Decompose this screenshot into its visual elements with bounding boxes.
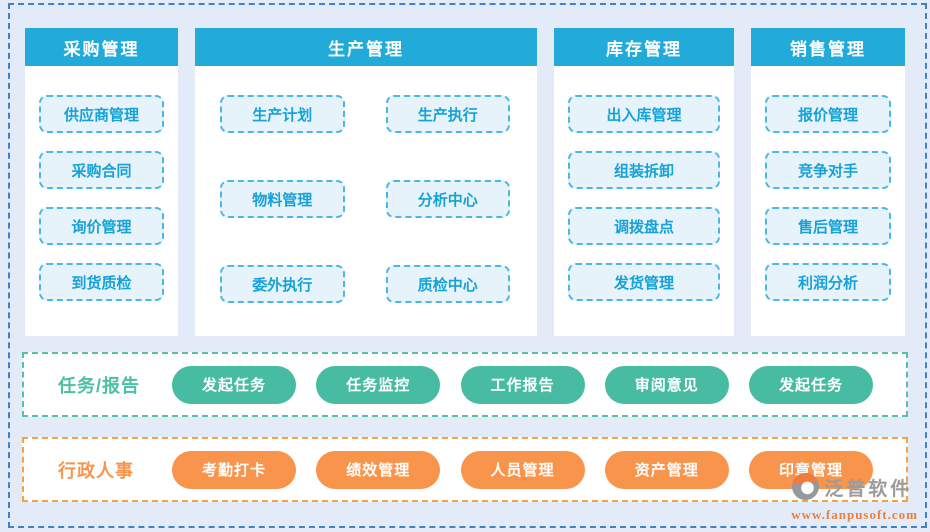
task-button[interactable]: 发起任务 [172,365,296,404]
module-body: 报价管理竞争对手售后管理利润分析 [751,66,905,301]
module-item[interactable]: 物料管理 [220,180,345,218]
hr-band-buttons: 考勤打卡绩效管理人员管理资产管理印章管理 [172,450,873,489]
task-button[interactable]: 工作报告 [460,365,585,404]
module-item[interactable]: 调拨盘点 [568,207,720,245]
hr-button[interactable]: 考勤打卡 [172,450,296,489]
hr-button[interactable]: 资产管理 [604,450,729,489]
task-button[interactable]: 审阅意见 [604,365,729,404]
module-item[interactable]: 委外执行 [220,265,345,303]
modules-row: 采购管理供应商管理采购合同询价管理到货质检生产管理生产计划生产执行物料管理分析中… [25,28,905,336]
module-item[interactable]: 报价管理 [765,95,891,133]
module-item[interactable]: 供应商管理 [39,95,164,133]
task-button[interactable]: 发起任务 [749,365,873,404]
module-item[interactable]: 分析中心 [385,180,510,218]
hr-band-label: 行政人事 [58,460,134,481]
module-title: 销售管理 [751,28,905,66]
module-item[interactable]: 发货管理 [568,263,720,301]
task-button[interactable]: 任务监控 [316,365,441,404]
module-item[interactable]: 质检中心 [385,265,510,303]
hr-button[interactable]: 绩效管理 [316,450,441,489]
module-body: 出入库管理组装拆卸调拨盘点发货管理 [554,66,734,301]
module-item[interactable]: 组装拆卸 [568,151,720,189]
watermark-top: 泛普软件 [791,472,912,506]
module-item[interactable]: 采购合同 [39,151,164,189]
module-body: 生产计划 生产执行物料管理 分析中心委外执行 质检中心 [195,66,537,303]
module-item[interactable]: 生产执行 [385,95,510,133]
hr-button[interactable]: 人员管理 [460,450,585,489]
module-item[interactable]: 询价管理 [39,207,164,245]
module-card-3: 销售管理报价管理竞争对手售后管理利润分析 [751,28,905,336]
fanpu-logo-icon [791,472,820,506]
module-card-1: 生产管理生产计划 生产执行物料管理 分析中心委外执行 质检中心 [195,28,537,336]
module-body: 供应商管理采购合同询价管理到货质检 [25,66,178,301]
hr-admin-band: 行政人事 考勤打卡绩效管理人员管理资产管理印章管理 [22,437,908,502]
module-item[interactable]: 竞争对手 [765,151,891,189]
module-card-2: 库存管理出入库管理组装拆卸调拨盘点发货管理 [554,28,734,336]
module-title: 库存管理 [554,28,734,66]
task-band-label: 任务/报告 [58,375,141,396]
module-title: 采购管理 [25,28,178,66]
module-item[interactable]: 售后管理 [765,207,891,245]
watermark: 泛普软件 www.fanpusoft.com [791,472,918,523]
module-title: 生产管理 [195,28,537,66]
task-report-band: 任务/报告 发起任务任务监控工作报告审阅意见发起任务 [22,352,908,417]
module-item[interactable]: 生产计划 [220,95,345,133]
watermark-url: www.fanpusoft.com [791,507,918,522]
module-item[interactable]: 利润分析 [765,263,891,301]
module-card-0: 采购管理供应商管理采购合同询价管理到货质检 [25,28,178,336]
module-item[interactable]: 出入库管理 [568,95,720,133]
watermark-name: 泛普软件 [824,478,913,500]
task-band-buttons: 发起任务任务监控工作报告审阅意见发起任务 [172,365,873,404]
module-item[interactable]: 到货质检 [39,263,164,301]
